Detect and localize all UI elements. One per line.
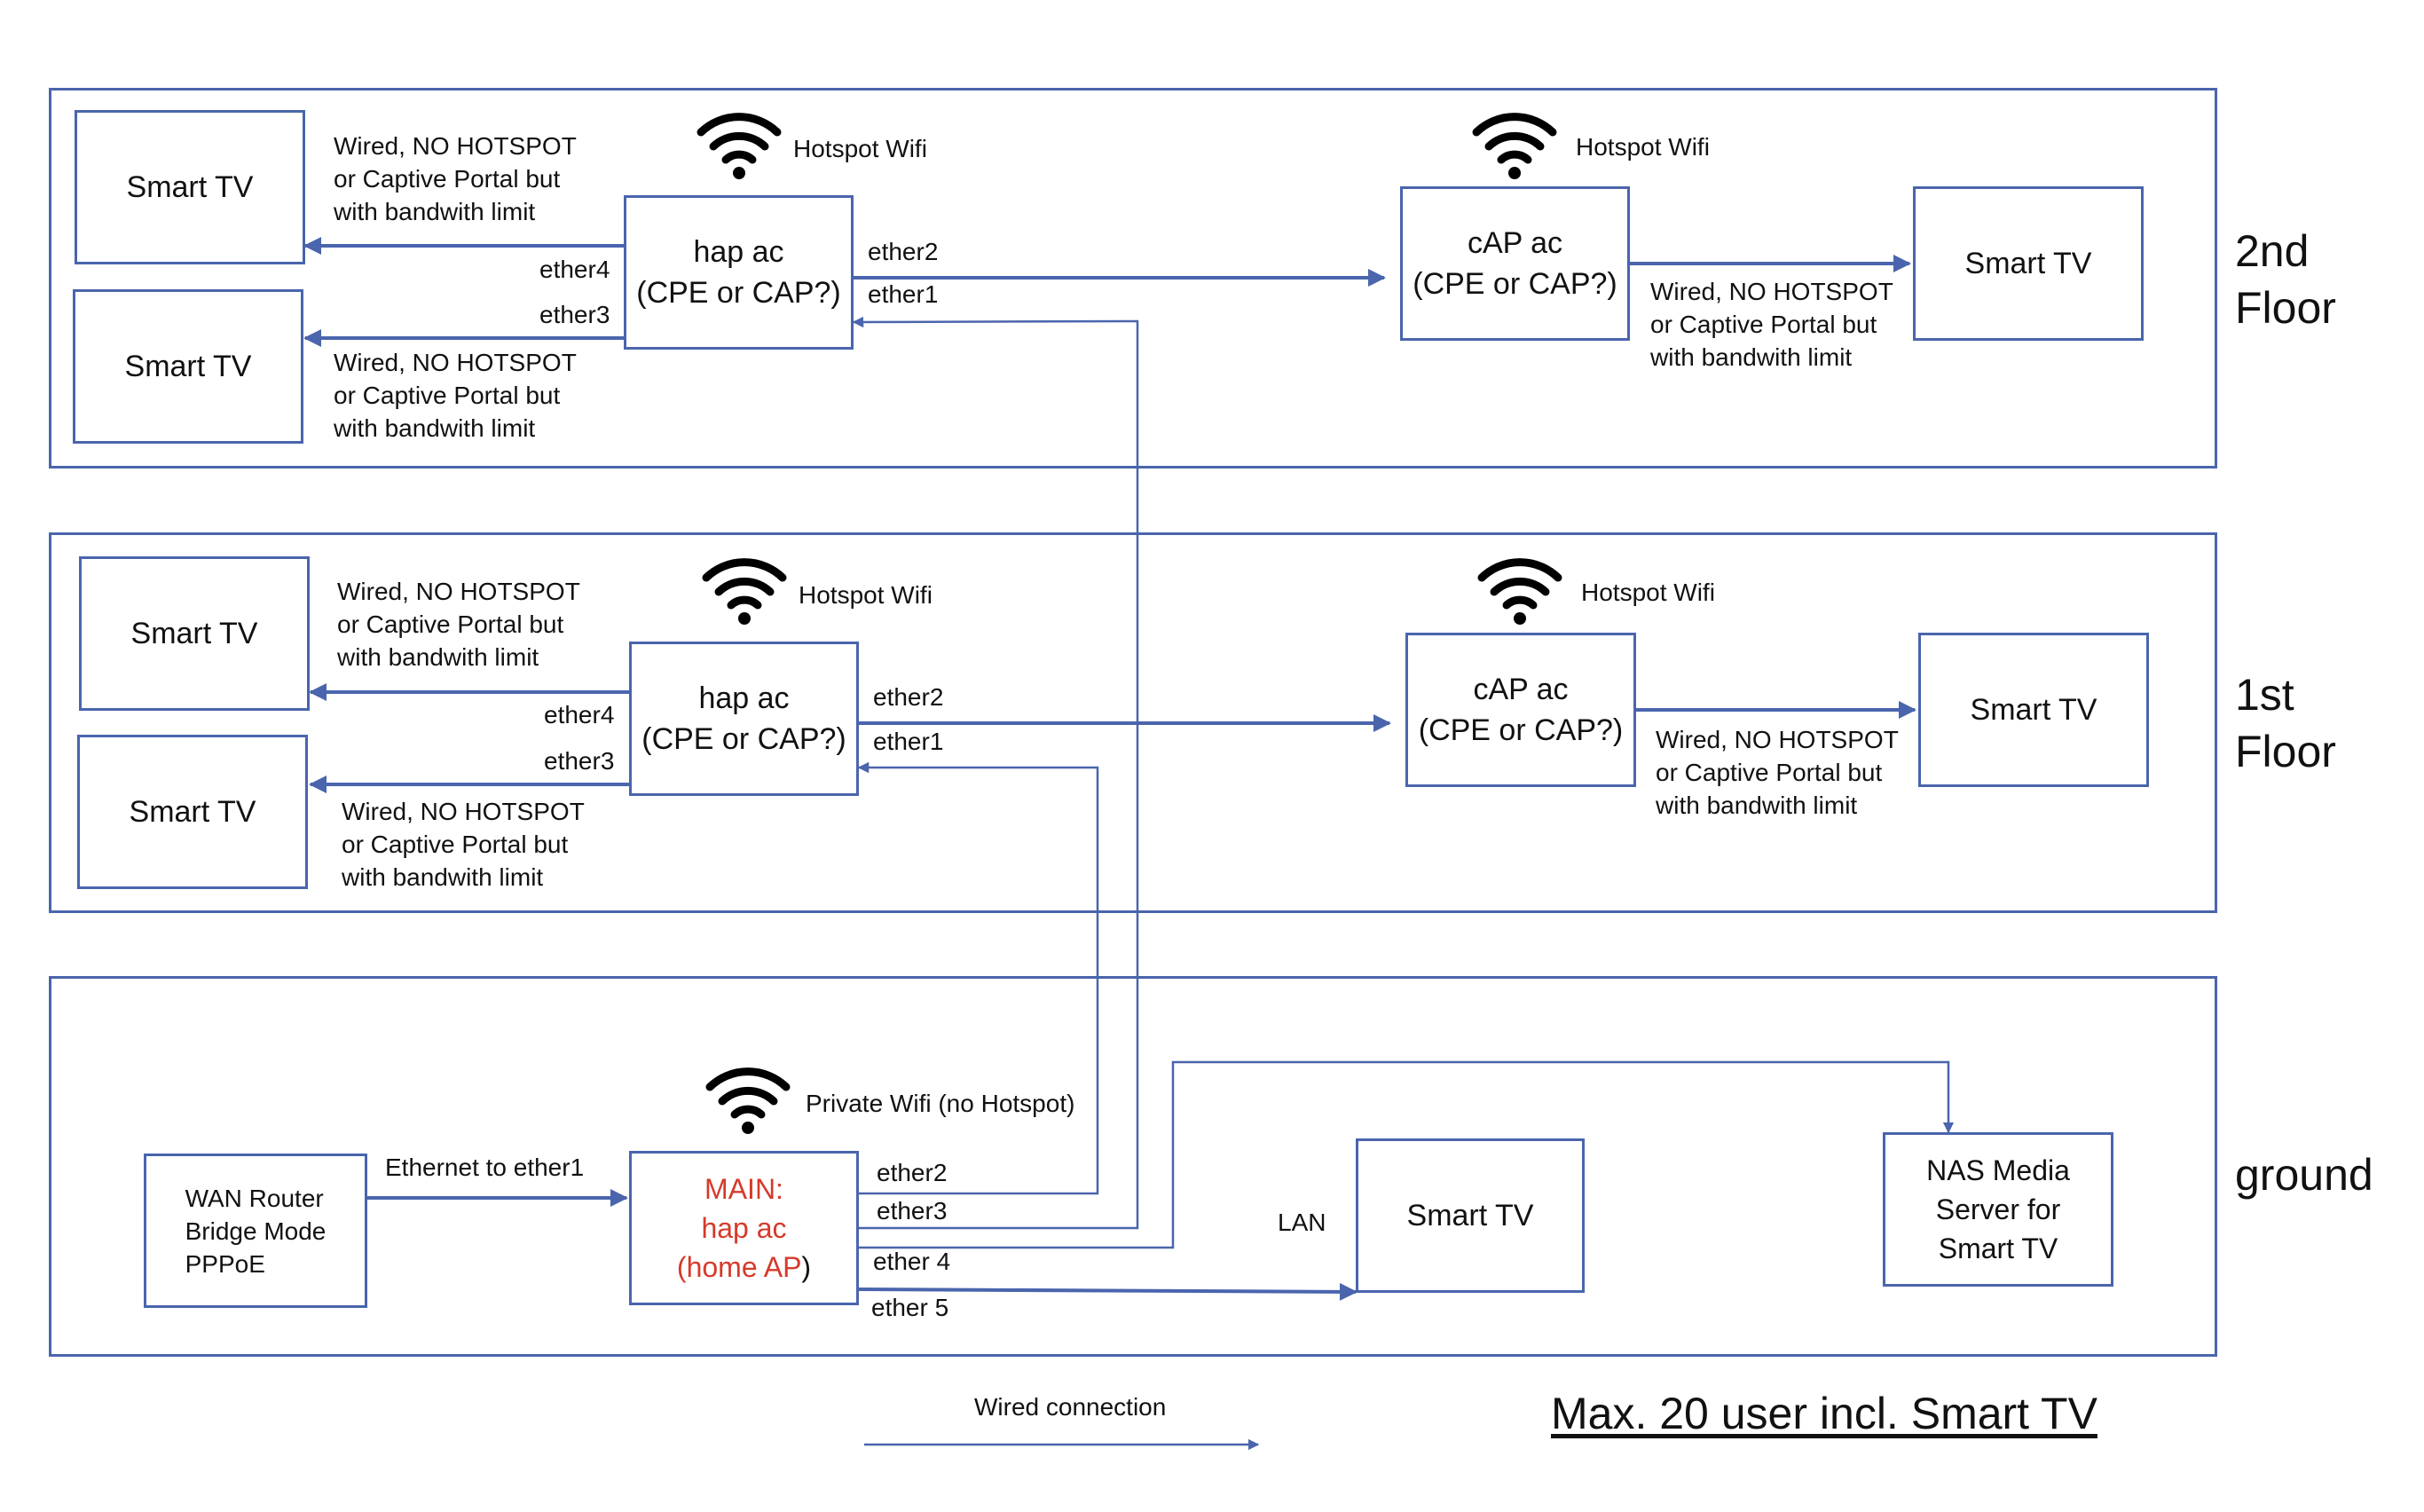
hap-ac-label: hap ac (693, 235, 784, 269)
hotspot-wifi-label-2f-cap: Hotspot Wifi (1576, 133, 1710, 161)
port-1f-ether3: ether3 (544, 747, 615, 775)
smart-tv-label: Smart TV (1970, 692, 2097, 727)
legend-label: Wired connection (974, 1393, 1167, 1421)
smart-tv-label: Smart TV (129, 794, 256, 829)
hap-ac-role-label: (CPE or CAP?) (636, 276, 841, 310)
wan-router: WAN Router Bridge Mode PPPoE (144, 1154, 367, 1308)
wired-note-1f-top: Wired, NO HOTSPOT or Captive Portal but … (337, 578, 580, 671)
nas-label: NAS Media Server for Smart TV (1926, 1154, 2070, 1264)
wifi-icon (697, 113, 782, 179)
main-hap-ac: MAIN: hap ac (home AP) (629, 1151, 859, 1305)
floor-1-frame (49, 532, 2217, 913)
home-ap-text: (home AP (676, 1251, 802, 1283)
floor-ground-label: ground (2235, 1150, 2373, 1200)
cap-ac-1f: cAP ac (CPE or CAP?) (1405, 633, 1636, 787)
hap-ac-2f: hap ac (CPE or CAP?) (624, 195, 854, 350)
cap-ac-2f: cAP ac (CPE or CAP?) (1400, 186, 1630, 341)
smart-tv-1f-right: Smart TV (1918, 633, 2149, 787)
hap-ac-1f: hap ac (CPE or CAP?) (629, 642, 859, 796)
main-home-ap-label: (home AP) (677, 1248, 811, 1287)
cap-ac-role-label: (CPE or CAP?) (1418, 713, 1624, 747)
main-label: MAIN: (704, 1173, 783, 1205)
hotspot-wifi-label-2f-hap: Hotspot Wifi (793, 135, 927, 162)
floor-2-label: 2nd Floor (2235, 226, 2336, 333)
smart-tv-ground: Smart TV (1356, 1138, 1585, 1293)
floor-1-label: 1st Floor (2235, 670, 2336, 776)
port-1f-ether2: ether2 (873, 683, 944, 711)
link-ether5-smarttv (858, 1282, 1358, 1301)
smart-tv-label: Smart TV (124, 349, 252, 383)
wired-note-2f-bottom: Wired, NO HOTSPOT or Captive Portal but … (334, 349, 577, 442)
ethernet-to-ether1-label: Ethernet to ether1 (385, 1154, 585, 1181)
floor-ground-frame (49, 976, 2217, 1357)
floor-2-frame (49, 88, 2217, 469)
wifi-icon (702, 558, 787, 625)
port-ground-ether2: ether2 (877, 1159, 948, 1186)
wan-router-label: WAN Router Bridge Mode PPPoE (185, 1184, 327, 1278)
wifi-icon (1472, 113, 1557, 179)
port-2f-ether3: ether3 (539, 301, 610, 328)
riser-ether4-to-nas (859, 1060, 1955, 1249)
port-1f-ether1: ether1 (873, 728, 944, 755)
lan-label: LAN (1278, 1209, 1326, 1236)
port-2f-ether1: ether1 (868, 280, 939, 308)
cap-ac-label: cAP ac (1467, 226, 1563, 260)
smart-tv-1f-top: Smart TV (79, 556, 310, 711)
wifi-icon (705, 1067, 791, 1134)
port-ground-ether5: ether 5 (871, 1294, 949, 1321)
smart-tv-label: Smart TV (1406, 1198, 1534, 1232)
smart-tv-label: Smart TV (130, 616, 258, 650)
wired-note-2f-cap: Wired, NO HOTSPOT or Captive Portal but … (1650, 278, 1893, 371)
wired-note-2f-top: Wired, NO HOTSPOT or Captive Portal but … (334, 132, 577, 225)
cap-ac-label: cAP ac (1473, 673, 1569, 706)
private-wifi-label: Private Wifi (no Hotspot) (806, 1090, 1075, 1117)
smart-tv-2f-top: Smart TV (75, 110, 305, 264)
max-users-note: Max. 20 user incl. Smart TV (1551, 1389, 2097, 1438)
port-ground-ether3: ether3 (877, 1197, 948, 1225)
hotspot-wifi-label-1f-hap: Hotspot Wifi (799, 581, 933, 609)
port-2f-ether4: ether4 (539, 256, 610, 283)
hap-ac-role-label: (CPE or CAP?) (641, 722, 846, 756)
hotspot-wifi-label-1f-cap: Hotspot Wifi (1581, 579, 1715, 606)
wired-note-1f-cap: Wired, NO HOTSPOT or Captive Portal but … (1656, 726, 1899, 819)
wifi-icon (1477, 558, 1562, 625)
smart-tv-1f-bottom: Smart TV (77, 735, 308, 889)
port-ground-ether4: ether 4 (873, 1248, 951, 1275)
wired-note-1f-bottom: Wired, NO HOTSPOT or Captive Portal but … (342, 798, 585, 891)
port-1f-ether4: ether4 (544, 701, 615, 728)
cap-ac-role-label: (CPE or CAP?) (1413, 267, 1617, 301)
hap-ac-label: hap ac (698, 681, 790, 715)
riser-ether2-to-1f (857, 761, 1099, 1195)
home-ap-close-paren: ) (801, 1251, 812, 1283)
riser-ether3-to-2f (852, 316, 1139, 1230)
smart-tv-2f-bottom: Smart TV (73, 289, 303, 444)
smart-tv-label: Smart TV (1964, 246, 2092, 280)
main-hap-ac-label: hap ac (701, 1212, 787, 1244)
smart-tv-2f-right: Smart TV (1913, 186, 2144, 341)
nas-media-server: NAS Media Server for Smart TV (1883, 1132, 2113, 1287)
port-2f-ether2: ether2 (868, 238, 939, 265)
smart-tv-label: Smart TV (126, 169, 254, 204)
